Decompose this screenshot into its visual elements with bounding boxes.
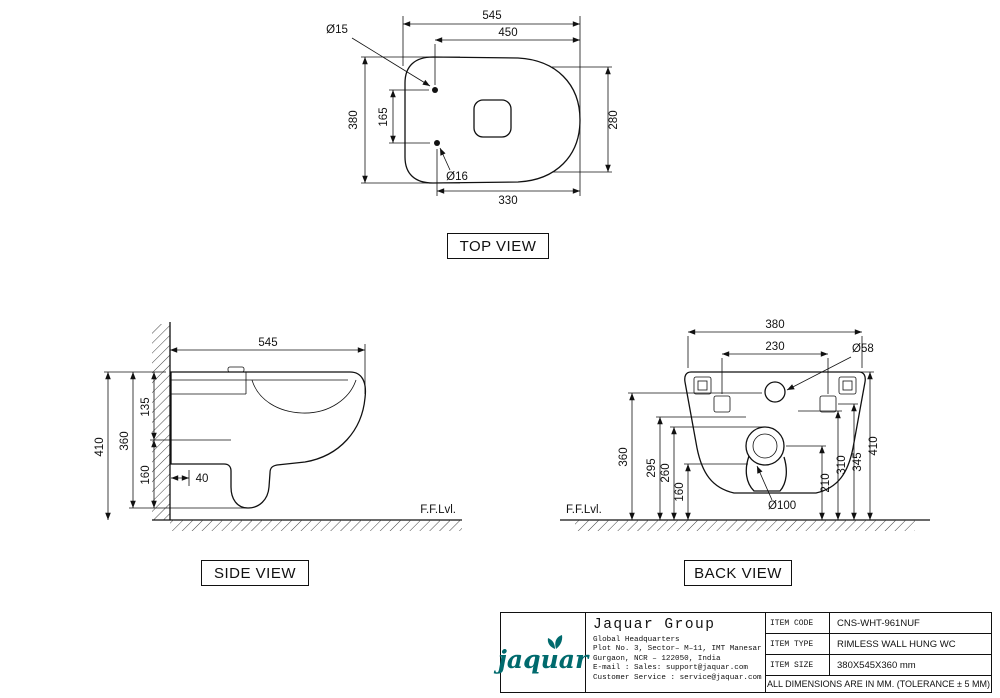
- back-view-drawing: 380 230 Ø58 360 295 260 160 210 310 345 …: [560, 319, 930, 531]
- dim-top-165: 165: [378, 107, 390, 126]
- top-view-dimension-lines: [351, 16, 612, 196]
- company-name: Jaquar Group: [593, 617, 716, 633]
- mount-wing-hole-left-inner: [697, 380, 708, 391]
- address-line: Customer Service : service@jaquar.com: [593, 673, 762, 682]
- dim-top-dia15: Ø15: [326, 24, 348, 36]
- title-block: jaquar Jaquar Group Global Headquarters …: [497, 612, 992, 693]
- item-code-label: ITEM CODE: [766, 613, 830, 634]
- dim-back-410: 410: [868, 436, 880, 455]
- floor-hatch-side: [170, 520, 462, 531]
- dim-back-dia100: Ø100: [768, 500, 796, 512]
- mount-wing-hole-left: [693, 376, 712, 395]
- trap-tube: [745, 455, 787, 492]
- dim-side-135: 135: [140, 397, 152, 416]
- jaquar-logo: jaquar: [497, 613, 589, 692]
- wc-back-outline: [684, 371, 866, 494]
- item-size-value: 380X545X360 mm: [830, 655, 991, 676]
- dim-top-280: 280: [608, 110, 620, 129]
- jaquar-logo-text: jaquar: [497, 644, 589, 674]
- side-view-label: SIDE VIEW: [201, 560, 309, 586]
- dim-back-160: 160: [674, 482, 686, 501]
- item-code-value: CNS-WHT-961NUF: [830, 613, 991, 634]
- address-line: E-mail : Sales: support@jaquar.com: [593, 664, 748, 673]
- back-view-dimension-lines: [628, 329, 874, 520]
- dim-side-40: 40: [196, 473, 209, 485]
- dim-top-450: 450: [498, 27, 517, 39]
- mount-wing-hole-right-inner: [842, 380, 853, 391]
- dim-back-295: 295: [646, 458, 658, 477]
- fixing-hole-right: [819, 395, 837, 413]
- seat-hinge: [227, 366, 245, 373]
- dim-back-260: 260: [660, 463, 672, 482]
- item-info-table: ITEM CODE CNS-WHT-961NUF ITEM TYPE RIMLE…: [766, 613, 991, 692]
- address-line: Plot No. 3, Sector– M–11, IMT Manesar: [593, 645, 762, 654]
- dim-top-dia16: Ø16: [446, 171, 468, 183]
- dim-back-210: 210: [820, 473, 832, 492]
- ffl-label-side: F.F.Lvl.: [420, 504, 456, 516]
- dim-side-410: 410: [94, 437, 106, 456]
- outlet-hole-inner: [752, 433, 778, 459]
- wc-drain-opening: [473, 99, 512, 138]
- fixing-hole-left: [713, 395, 731, 413]
- dim-side-160: 160: [140, 465, 152, 484]
- top-view-drawing: 545 450 380 165 280 330 Ø15 Ø16: [326, 10, 620, 207]
- dim-back-345: 345: [852, 452, 864, 471]
- dim-back-230: 230: [765, 341, 784, 353]
- tolerance-note: ALL DIMENSIONS ARE IN MM. (TOLERANCE ± 5…: [767, 679, 990, 689]
- seat-fixing-hole-1: [432, 87, 438, 93]
- water-inlet-hole: [764, 381, 786, 403]
- address-line: Gurgaon, NCR – 122050, India: [593, 654, 721, 663]
- dim-side-360: 360: [119, 431, 131, 450]
- item-type-value: RIMLESS WALL HUNG WC: [830, 634, 991, 655]
- wall-hatch: [152, 324, 170, 520]
- seat-fixing-hole-2: [434, 140, 440, 146]
- mount-wing-hole-right: [838, 376, 857, 395]
- ffl-label-back: F.F.Lvl.: [566, 504, 602, 516]
- outlet-hole: [745, 426, 785, 466]
- dim-back-310: 310: [836, 455, 848, 474]
- side-view-drawing: 545 410 360 135 160 40 F.F.Lvl.: [94, 322, 462, 531]
- wc-side-internal-lines: [171, 372, 357, 441]
- dim-top-545: 545: [482, 10, 501, 22]
- dim-top-380: 380: [348, 110, 360, 129]
- dim-back-dia58: Ø58: [852, 343, 874, 355]
- wc-top-outline: [404, 56, 581, 184]
- item-type-label: ITEM TYPE: [766, 634, 830, 655]
- company-info: Jaquar Group Global Headquarters Plot No…: [586, 613, 766, 692]
- item-size-label: ITEM SIZE: [766, 655, 830, 676]
- address-line: Global Headquarters: [593, 636, 680, 644]
- dim-back-380: 380: [765, 319, 784, 331]
- jaquar-leaf-icon: [547, 634, 563, 649]
- back-view-label: BACK VIEW: [684, 560, 792, 586]
- top-view-label: TOP VIEW: [447, 233, 549, 259]
- company-address: Global Headquarters Plot No. 3, Sector– …: [593, 636, 762, 683]
- dim-side-545: 545: [258, 337, 277, 349]
- wc-side-profile: [170, 371, 367, 509]
- dim-back-360: 360: [618, 447, 630, 466]
- side-view-dimension-lines: [104, 344, 366, 520]
- dim-top-330: 330: [498, 195, 517, 207]
- floor-hatch-back: [575, 520, 915, 531]
